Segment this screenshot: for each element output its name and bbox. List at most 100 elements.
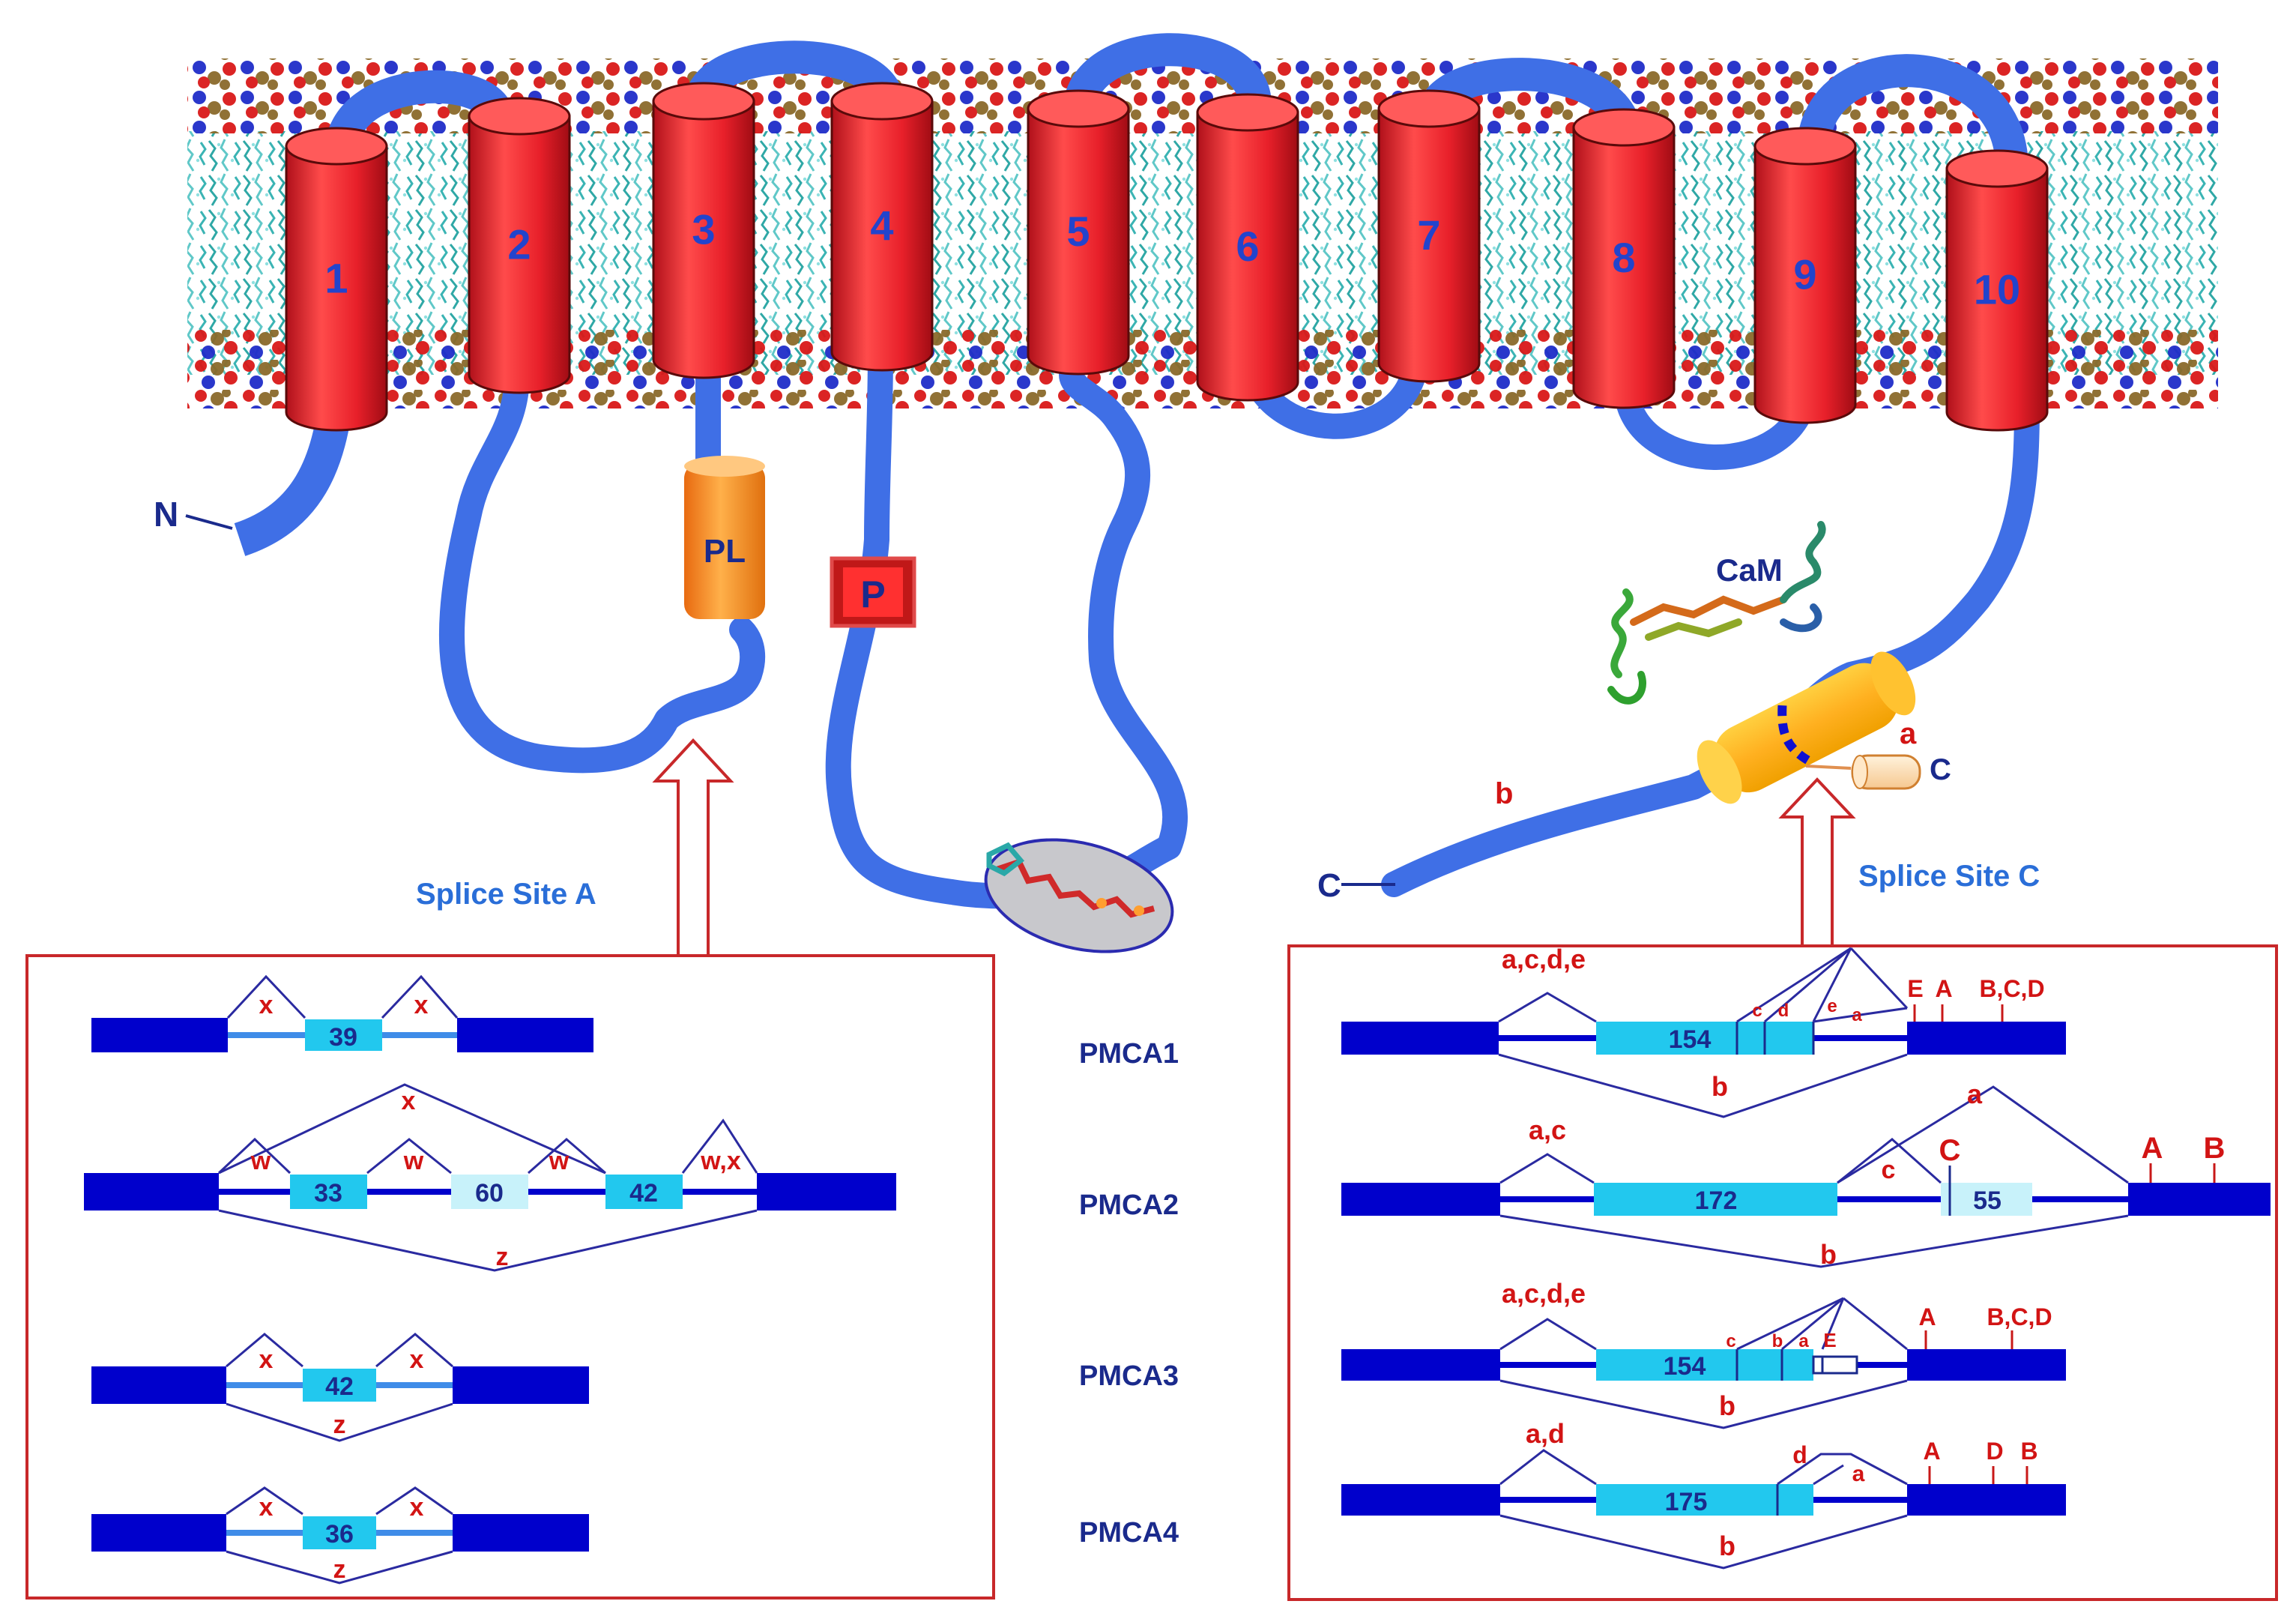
site-a-pmca2-z: z [496,1243,509,1271]
helix-label-3: 3 [692,206,715,253]
helix-7: 7 [1377,89,1481,383]
site-a-pmca4: 36 x x z [91,1486,589,1585]
site-c-pmca1-exon: 154 [1669,1025,1712,1054]
site-a-pmca3: 42 x x z [91,1333,589,1442]
site-a-pmca2-w3: w [549,1147,570,1175]
site-c-pmca2: 172 55 a,c c C a A B b [1341,1079,2271,1270]
site-a-pmca2-wx: w,x [700,1147,741,1175]
site-c-pmca4-stop-a: A [1923,1438,1940,1465]
phosphorylation-site: P [830,556,916,628]
pl-domain: PL [684,456,765,619]
site-a-pmca4-z: z [333,1555,346,1584]
site-c-pmca4-stop-b: B [2020,1438,2037,1465]
n-terminus-line [185,514,233,530]
helix-8: 8 [1572,108,1676,409]
tail-b-label: b [1495,777,1513,810]
loop-2-3 [438,362,766,774]
site-c-pmca1-stop-bcd: B,C,D [1979,975,2044,1002]
site-c-pmca3: 154 a,c,d,e c b a E A B,C,D b [1341,1278,2066,1429]
helix-label-5: 5 [1066,208,1090,255]
site-c-pmca1-inner-a: a [1852,1005,1862,1025]
site-a-pmca2-w2: w [403,1147,424,1175]
helix-9: 9 [1753,127,1857,424]
splice-site-a-label: Splice Site A [416,878,596,911]
site-c-pmca1-inner-d: d [1778,1001,1789,1021]
site-c-pmca1-left: a,c,d,e [1502,944,1586,974]
site-c-pmca2-exon2: 55 [1973,1187,2002,1215]
isoform-label-pmca2: PMCA2 [1079,1190,1179,1221]
isoform-label-pmca1: PMCA1 [1079,1038,1179,1070]
site-c-pmca3-inner-b: b [1772,1331,1783,1351]
isoform-label-pmca3: PMCA3 [1079,1360,1179,1392]
helix-10: 10 [1945,149,2049,432]
cytoplasmic-chains [234,340,2040,909]
site-a-pmca2: 33 60 42 x w w w w,x z [84,1083,896,1272]
site-a-pmca1-x1: x [259,991,274,1019]
site-c-pmca3-left: a,c,d,e [1502,1278,1586,1309]
helix-label-6: 6 [1236,223,1259,270]
site-a-pmca3-exon: 42 [325,1372,354,1401]
site-c-pmca1: 154 a,c,d,e c d e a E A B,C,D b [1341,944,2066,1118]
site-a-pmca4-exon: 36 [325,1520,354,1549]
site-c-pmca2-b: b [1820,1239,1837,1270]
helix-5: 5 [1027,89,1130,376]
site-a-pmca4-x2: x [410,1493,424,1522]
site-c-pmca2-stop-b: B [2204,1132,2226,1165]
splice-site-c-box [1287,944,2278,1601]
helix-4: 4 [830,82,934,372]
helix-label-9: 9 [1793,251,1816,298]
helix-label-7: 7 [1417,211,1440,259]
site-a-pmca2-top: x [402,1087,416,1115]
site-c-pmca2-inner-a: a [1967,1079,1983,1109]
c-terminus-label-b: C [1317,867,1341,904]
site-a-pmca4-x1: x [259,1493,274,1522]
site-a-pmca3-x1: x [259,1345,274,1374]
site-a-pmca3-z: z [333,1411,346,1439]
n-terminus-label: N [154,495,178,534]
tail-a-label: a [1900,717,1917,750]
site-a-pmca3-x2: x [410,1345,424,1374]
site-c-pmca4-stop-d: D [1986,1438,2003,1465]
site-a-pmca1-exon: 39 [329,1023,357,1052]
site-c-pmca3-b: b [1719,1390,1735,1421]
p-label: P [860,573,885,615]
cam-label: CaM [1716,552,1783,588]
isoform-label-pmca4: PMCA4 [1079,1517,1179,1549]
site-c-pmca1-stop-e: E [1907,975,1923,1002]
site-c-pmca3-inner-a: a [1798,1331,1809,1351]
helix-1: 1 [285,127,388,432]
splice-site-c-label: Splice Site C [1858,860,2040,893]
site-a-pmca2-exon3: 42 [629,1179,658,1208]
site-c-pmca4-left: a,d [1526,1418,1565,1449]
site-c-pmca3-inner-c: c [1726,1331,1735,1351]
pl-label: PL [704,533,746,570]
atp-site [984,838,1174,953]
helix-label-10: 10 [1974,266,2020,313]
helix-label-4: 4 [870,202,893,250]
site-c-pmca1-stop-a: A [1935,975,1952,1002]
splice-site-c-arrow [1778,777,1856,946]
splice-site-a-box [25,954,995,1600]
helix-label-2: 2 [507,221,531,268]
site-c-pmca1-inner-c: c [1752,1001,1762,1021]
site-a-pmca1-x2: x [414,991,429,1019]
calmodulin-binding-domain: CaM [1607,521,1916,804]
site-c-pmca4-b: b [1719,1531,1735,1561]
site-c-pmca3-exon: 154 [1664,1352,1706,1381]
helix-6: 6 [1196,93,1299,402]
helix-2: 2 [468,97,571,394]
helix-label-1: 1 [324,255,348,302]
site-c-pmca2-left: a,c [1529,1115,1566,1145]
site-c-pmca4: 175 a,d d a A D B b [1341,1418,2066,1570]
site-a-pmca2-w1: w [250,1147,271,1175]
site-c-pmca1-b: b [1712,1071,1728,1102]
calmodulin-structure [1607,521,1826,705]
c-terminus-label-a: C [1930,753,1951,786]
site-a-pmca2-exon1: 33 [314,1179,342,1208]
site-c-pmca4-inner-d: d [1792,1441,1807,1468]
site-c-pmca2-stop-a: A [2142,1132,2163,1165]
site-a-pmca2-exon2: 60 [475,1179,504,1208]
site-c-pmca2-inner-c: c [1882,1156,1896,1184]
site-c-pmca3-inner-E: E [1823,1329,1836,1351]
site-a-pmca1: 39 x x [91,974,593,1052]
